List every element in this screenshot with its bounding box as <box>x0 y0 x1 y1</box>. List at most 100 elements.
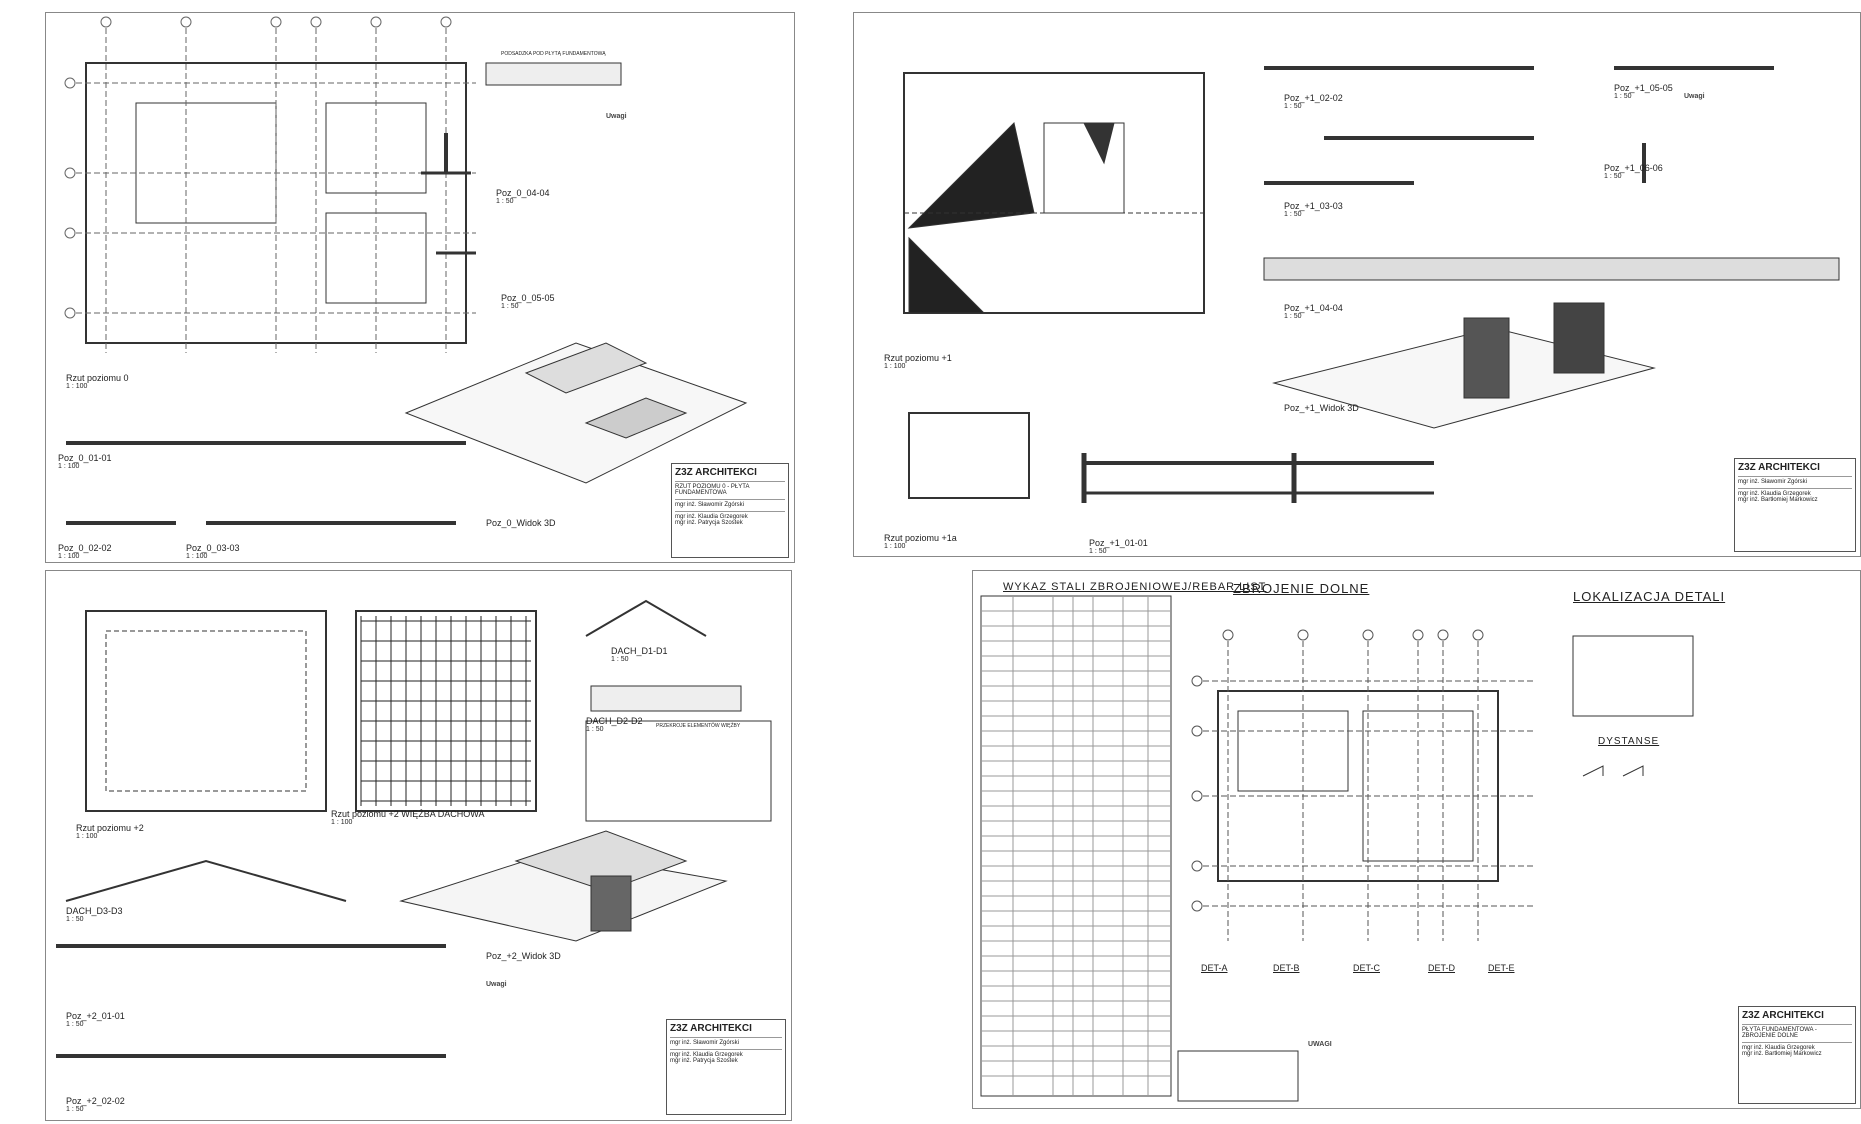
section-title-text: Poz_0_01-01 <box>58 453 112 463</box>
grid-axis-bubble <box>370 16 382 28</box>
view-3d-title: Poz_+1_Widok 3D <box>1284 403 1359 413</box>
notes: UWAGI <box>1308 1041 1508 1048</box>
engineer: mgr inż. Sławomir Zgórski <box>1738 476 1852 485</box>
plan-scale: 1 : 100 <box>331 819 353 826</box>
grid-axis-bubble <box>1191 860 1203 872</box>
section-title-text: DACH_D1-D1 <box>611 646 668 656</box>
section-scale: 1 : 100 <box>186 553 208 560</box>
grid-axis-bubble <box>64 307 76 319</box>
grid-axis-bubble <box>180 16 192 28</box>
grid-axis-bubble <box>440 16 452 28</box>
section-title-text: Poz_+1_06-06 <box>1604 163 1663 173</box>
grid-axis-bubble <box>270 16 282 28</box>
section-title-text: Poz_+1_01-01 <box>1089 538 1148 548</box>
section-scale: 1 : 100 <box>58 463 80 470</box>
engineer: mgr inż. Sławomir Zgórski <box>675 499 785 508</box>
section-scale: 1 : 50 <box>1284 103 1302 110</box>
level-2-drawing <box>56 599 772 1058</box>
level-0-drawing <box>64 16 748 525</box>
grid-axis-bubble <box>1191 790 1203 802</box>
plan-title-text: Rzut poziomu +2 <box>76 823 144 833</box>
section-scale: 1 : 50 <box>66 1021 84 1028</box>
grid-axis-bubble <box>64 167 76 179</box>
spacers-title: DYSTANSE <box>1598 736 1660 747</box>
grid-axis-bubble <box>1297 629 1309 641</box>
notes: Uwagi <box>606 113 756 120</box>
section-title-text: Poz_+2_02-02 <box>66 1096 125 1106</box>
notes: Uwagi <box>1684 93 1844 100</box>
rebar-drawing <box>980 595 1694 1102</box>
section-scale: 1 : 100 <box>58 553 80 560</box>
notes-title: Uwagi <box>606 113 627 120</box>
title-block: Z3Z ARCHITEKCI mgr inż. Sławomir Zgórski… <box>1734 458 1856 552</box>
section-title-text: Poz_0_03-03 <box>186 543 240 553</box>
plan-scale: 1 : 100 <box>884 543 906 550</box>
section-scale: 1 : 50 <box>1614 93 1632 100</box>
detail-label: DET-C <box>1353 963 1380 973</box>
section-scale: 1 : 50 <box>611 656 629 663</box>
legend-title: PODSADZKA POD PŁYTĄ FUNDAMENTOWĄ <box>501 51 606 57</box>
designer: mgr inż. Klaudia Grzegorek <box>675 511 785 520</box>
section-title-text: Poz_+1_05-05 <box>1614 83 1673 93</box>
grid-axis-bubble <box>64 227 76 239</box>
plan-title-text: Rzut poziomu +1a <box>884 533 957 543</box>
notes-title: UWAGI <box>1308 1041 1332 1048</box>
section-scale: 1 : 50 <box>1284 211 1302 218</box>
section-title-text: Poz_+1_02-02 <box>1284 93 1343 103</box>
section-scale: 1 : 50 <box>1604 173 1622 180</box>
title-block: Z3Z ARCHITEKCI mgr inż. Sławomir Zgórski… <box>666 1019 786 1115</box>
view-3d-title: Poz_0_Widok 3D <box>486 518 556 528</box>
plan-title-text: Rzut poziomu +2 WIĘŹBA DACHOWA <box>331 809 485 819</box>
designer: mgr inż. Patrycja Szostek <box>675 520 743 526</box>
detail-label: DET-D <box>1428 963 1455 973</box>
drawing-sheet-rebar: WYKAZ STALI ZBROJENIOWEJ/REBAR LIST ZBRO… <box>972 570 1861 1109</box>
designer: mgr inż. Patrycja Szostek <box>670 1058 738 1064</box>
sheet-name: RZUT POZIOMU 0 - PŁYTA FUNDAMENTOWA <box>675 481 785 496</box>
sheet-name: PŁYTA FUNDAMENTOWA - ZBROJENIE DOLNE <box>1742 1024 1852 1039</box>
grid-axis-bubble <box>1412 629 1424 641</box>
grid-axis-bubble <box>64 77 76 89</box>
table-title: PRZEKROJE ELEMENTÓW WIĘŹBY <box>656 723 741 729</box>
section-scale: 1 : 50 <box>66 916 84 923</box>
section-scale: 1 : 50 <box>496 198 514 205</box>
title-block: Z3Z ARCHITEKCI PŁYTA FUNDAMENTOWA - ZBRO… <box>1738 1006 1856 1104</box>
plan-title-text: Rzut poziomu 0 <box>66 373 129 383</box>
designer: mgr inż. Klaudia Grzegorek <box>1742 1042 1852 1051</box>
section-title-text: DACH_D2-D2 <box>586 716 643 726</box>
plan-scale: 1 : 100 <box>884 363 906 370</box>
main-title: ZBROJENIE DOLNE <box>1233 581 1370 596</box>
plan-scale: 1 : 100 <box>66 383 88 390</box>
grid-axis-bubble <box>100 16 112 28</box>
section-title-text: Poz_+1_04-04 <box>1284 303 1343 313</box>
designer: mgr inż. Klaudia Grzegorek <box>670 1049 782 1058</box>
designer: mgr inż. Bartłomiej Markowicz <box>1738 497 1818 503</box>
section-scale: 1 : 50 <box>586 726 604 733</box>
section-scale: 1 : 50 <box>501 303 519 310</box>
section-title-text: Poz_+2_01-01 <box>66 1011 125 1021</box>
detail-label: DET-E <box>1488 963 1515 973</box>
detail-label: DET-A <box>1201 963 1228 973</box>
grid-axis-bubble <box>310 16 322 28</box>
grid-axis-bubble <box>1191 900 1203 912</box>
grid-axis-bubble <box>1472 629 1484 641</box>
section-title-text: DACH_D3-D3 <box>66 906 123 916</box>
